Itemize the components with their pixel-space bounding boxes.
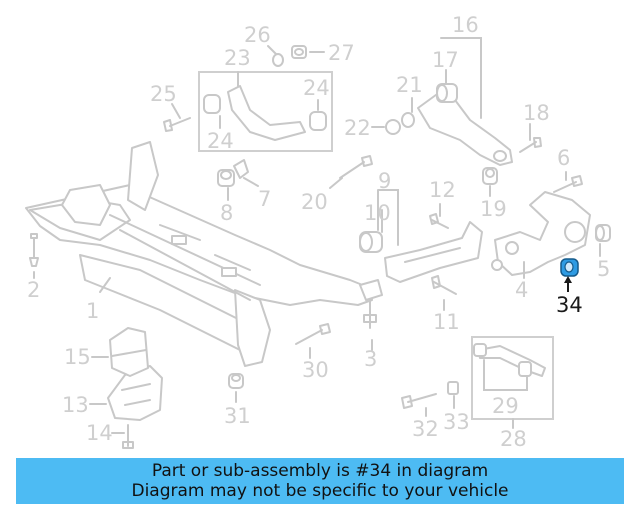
bushing-19 xyxy=(482,167,498,185)
callout-26: 26 xyxy=(244,23,271,47)
callout-18: 18 xyxy=(523,101,550,125)
nut-33 xyxy=(447,381,459,395)
knuckle-4 xyxy=(491,191,591,276)
link-29 xyxy=(473,343,546,377)
bolt-32 xyxy=(401,393,437,409)
callout-31: 31 xyxy=(224,404,251,428)
callout-23: 23 xyxy=(224,46,251,70)
bolt-11 xyxy=(431,275,457,295)
bushing-8 xyxy=(217,169,235,187)
callout-28: 28 xyxy=(500,427,527,451)
callout-25: 25 xyxy=(150,82,177,106)
callout-24-right: 24 xyxy=(303,76,330,100)
bolt-18 xyxy=(519,137,542,153)
mount-15 xyxy=(109,327,149,377)
bushing-31 xyxy=(228,373,244,389)
callout-24-left: 24 xyxy=(207,129,234,153)
group-bracket-9 xyxy=(377,189,399,246)
callout-8: 8 xyxy=(220,201,233,225)
banner-line-2: Diagram may not be specific to your vehi… xyxy=(131,481,509,501)
group-bracket-16 xyxy=(440,37,482,119)
leader-lines xyxy=(33,45,601,434)
callout-29: 29 xyxy=(492,394,519,418)
callout-30: 30 xyxy=(302,358,329,382)
callout-22: 22 xyxy=(344,116,371,140)
bolt-3 xyxy=(363,299,377,329)
callout-10: 10 xyxy=(364,201,391,225)
washer-21 xyxy=(401,112,415,128)
nut-22 xyxy=(385,119,401,135)
group-box-23-24 xyxy=(198,71,333,152)
callout-6: 6 xyxy=(557,146,570,170)
banner-line-1: Part or sub-assembly is #34 in diagram xyxy=(151,461,489,481)
callout-13: 13 xyxy=(62,393,89,417)
lower-control-arm-9 xyxy=(359,221,483,283)
callout-33: 33 xyxy=(443,410,470,434)
group-bracket-29 xyxy=(483,359,528,391)
bolt-6 xyxy=(553,175,583,193)
callout-2: 2 xyxy=(27,278,40,302)
callout-4: 4 xyxy=(515,278,528,302)
callout-11: 11 xyxy=(433,310,460,334)
callout-27: 27 xyxy=(328,41,355,65)
bolt-2 xyxy=(29,233,39,267)
bolt-12 xyxy=(429,213,449,229)
callout-5: 5 xyxy=(597,257,610,281)
callout-16: 16 xyxy=(452,13,479,37)
bolt-14 xyxy=(122,424,134,449)
nut-27 xyxy=(291,45,307,59)
bolt-20 xyxy=(339,155,373,179)
callout-7: 7 xyxy=(258,187,271,211)
callout-19: 19 xyxy=(480,197,507,221)
callout-1: 1 xyxy=(86,299,99,323)
callout-20: 20 xyxy=(301,190,328,214)
callout-9: 9 xyxy=(378,169,391,193)
callout-14: 14 xyxy=(86,421,113,445)
toe-link-23 xyxy=(203,85,327,141)
bushing-5 xyxy=(595,224,611,242)
bushing-34-highlight xyxy=(560,258,579,277)
bolt-30 xyxy=(295,323,331,345)
callout-17: 17 xyxy=(432,48,459,72)
callout-34-highlighted: 34 xyxy=(556,293,583,317)
washer-26 xyxy=(272,53,284,67)
callout-3: 3 xyxy=(364,347,377,371)
bracket-7 xyxy=(233,159,249,179)
info-banner: Part or sub-assembly is #34 in diagram D… xyxy=(16,458,624,504)
callout-15: 15 xyxy=(64,345,91,369)
callout-21: 21 xyxy=(396,73,423,97)
subframe-crossmember xyxy=(25,141,383,367)
bolt-25 xyxy=(163,117,191,132)
callout-12: 12 xyxy=(429,178,456,202)
callout-32: 32 xyxy=(412,417,439,441)
upper-control-arm-16 xyxy=(417,83,513,166)
